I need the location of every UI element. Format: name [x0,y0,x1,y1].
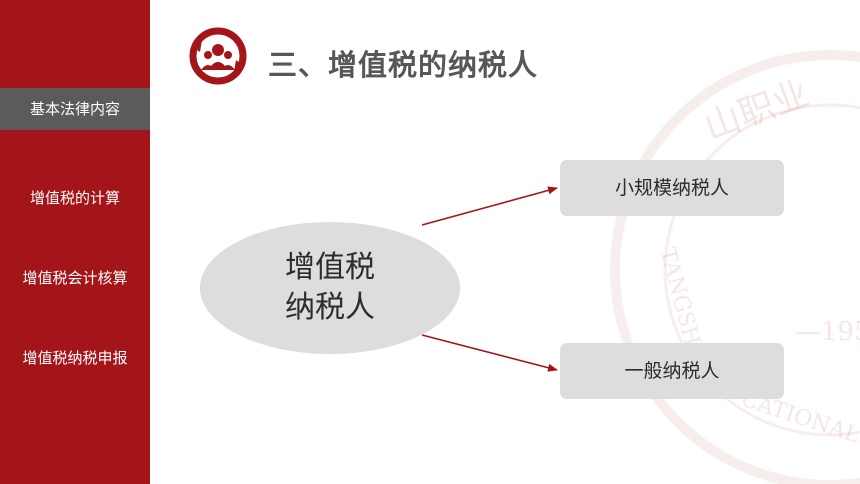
node-general-taxpayer: 一般纳税人 [560,343,784,399]
sidebar-item-vat-filing[interactable]: 增值税纳税申报 [22,349,128,367]
sidebar-item-basic-law[interactable]: 基本法律内容 [0,88,150,130]
center-node-line-2: 纳税人 [285,290,375,325]
sidebar: 基本法律内容 增值税的计算 增值税会计核算 增值税纳税申报 [0,0,150,484]
node-small-scale-taxpayer: 小规模纳税人 [560,160,784,216]
center-node-line-1: 增值税 [285,250,375,285]
page-title: 三、增值税的纳税人 [268,48,539,82]
sidebar-item-vat-accounting[interactable]: 增值税会计核算 [22,269,128,287]
arrow-to-general [421,334,558,372]
people-circle-logo-icon [189,27,247,85]
arrow-to-small-scale [421,186,558,226]
center-node-vat-taxpayer: 增值税 纳税人 [200,222,460,354]
sidebar-item-vat-calculation[interactable]: 增值税的计算 [29,189,120,207]
